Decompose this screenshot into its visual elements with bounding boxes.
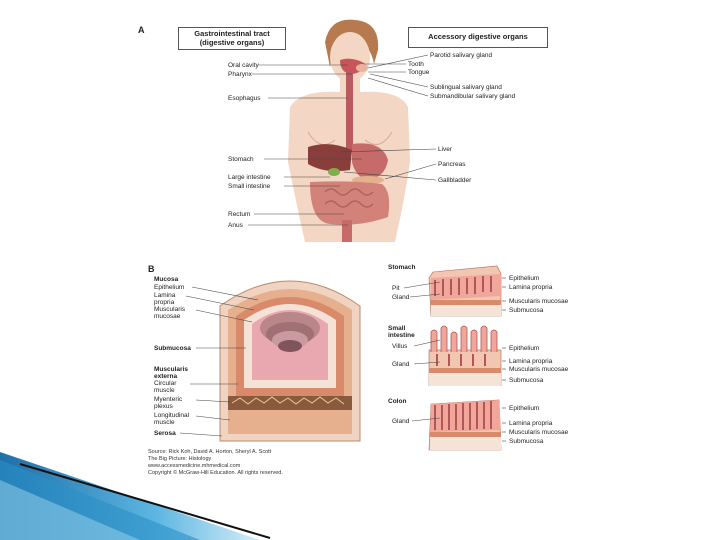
panel-c-leaders [404,278,506,441]
slide-decoration-swoosh [0,440,720,540]
